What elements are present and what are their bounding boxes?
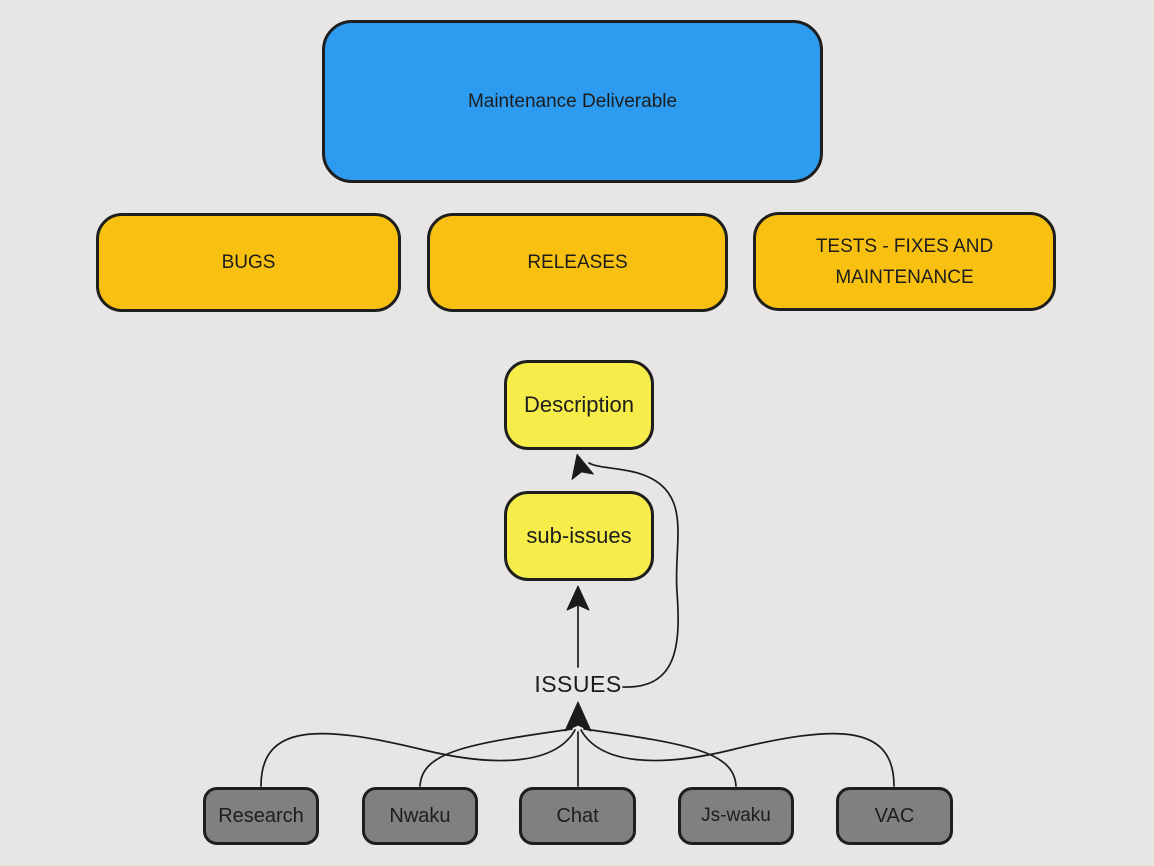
node-releases[interactable]: RELEASES	[427, 213, 728, 312]
arrowhead-into-description	[571, 453, 594, 480]
edge-nwaku-issues	[419, 728, 573, 787]
node-maintenance-deliverable[interactable]: Maintenance Deliverable	[322, 20, 823, 183]
node-label: Description	[523, 392, 635, 417]
node-issues[interactable]: ISSUES	[498, 670, 658, 698]
node-sub-issues[interactable]: sub-issues	[504, 491, 654, 581]
node-label: Chat	[556, 804, 599, 827]
node-label: ISSUES	[534, 670, 622, 697]
edge-jswaku-issues	[583, 728, 737, 787]
edge-research-issues	[260, 729, 576, 787]
node-label: Research	[218, 804, 304, 827]
node-label: BUGS	[221, 252, 276, 273]
node-label: TESTS - FIXES AND MAINTENANCE	[815, 235, 994, 288]
node-nwaku[interactable]: Nwaku	[362, 787, 478, 845]
node-js-waku[interactable]: Js-waku	[678, 787, 794, 845]
node-bugs[interactable]: BUGS	[96, 213, 401, 312]
node-label: Js-waku	[701, 805, 771, 826]
node-label: Nwaku	[389, 804, 451, 827]
node-label: sub-issues	[526, 523, 632, 548]
node-vac[interactable]: VAC	[836, 787, 953, 845]
node-description[interactable]: Description	[504, 360, 654, 450]
node-chat[interactable]: Chat	[519, 787, 636, 845]
node-label: Maintenance Deliverable	[467, 90, 678, 112]
node-label: VAC	[874, 804, 915, 827]
edge-vac-issues	[580, 729, 895, 787]
node-label: RELEASES	[527, 252, 628, 273]
node-tests-fixes-maintenance[interactable]: TESTS - FIXES AND MAINTENANCE	[753, 212, 1056, 311]
node-research[interactable]: Research	[203, 787, 319, 845]
arrowhead-into-subissues	[566, 585, 590, 611]
arrowhead-into-issues	[564, 701, 592, 732]
